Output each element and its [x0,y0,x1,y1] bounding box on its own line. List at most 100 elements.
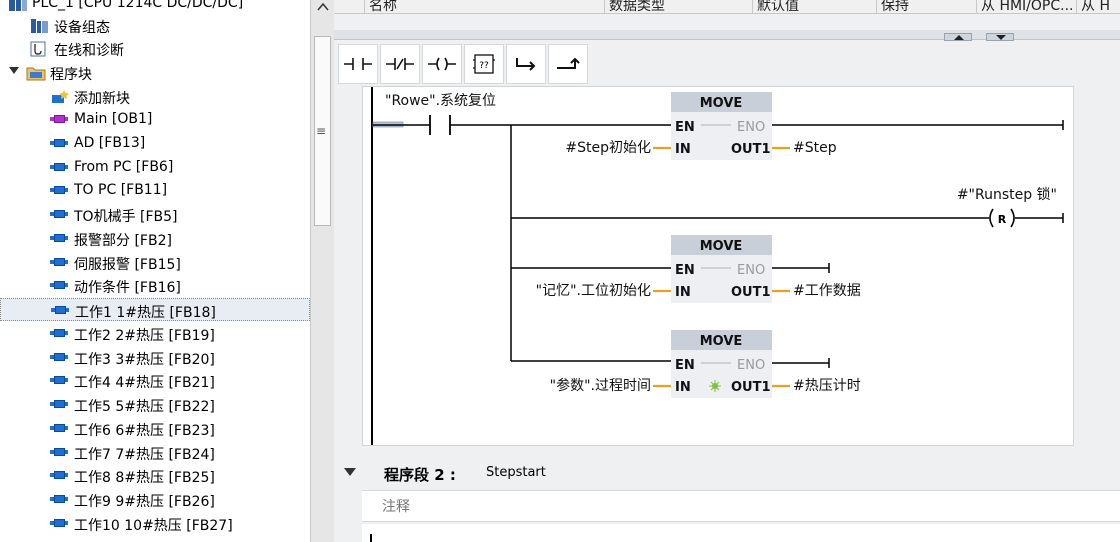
move-box-1-en: EN [675,120,695,135]
editor-splitter[interactable] [334,30,1120,41]
segment-2-header[interactable]: 程序段 2 : Stepstart [334,458,1120,488]
move-box-1-in: IN [675,142,691,157]
tree-item[interactable]: 工作8 8#热压 [FB25] [0,464,310,487]
tree-item-label: 报警部分 [FB2] [74,233,172,249]
move-1-out-operand[interactable]: #Step [793,140,837,156]
fb-block-icon [50,278,68,292]
fb-block-icon [50,255,68,269]
fb-block-icon [50,207,68,221]
fb-block-icon [50,516,68,530]
tree-item-label: PLC_1 [CPU 1214C DC/DC/DC] [32,0,244,11]
interface-table-header: 名称 数据类型 默认值 保持 从 HMI/OPC... 从 H [334,0,1120,14]
tree-item-label: From PC [FB6] [74,159,174,175]
tree-item[interactable]: 工作5 5#热压 [FB22] [0,393,310,416]
column-from-hmi-opc[interactable]: 从 HMI/OPC... [976,0,1076,14]
tree-item[interactable]: 工作10 10#热压 [FB27] [0,512,310,535]
tree-item-label: 程序块 [50,67,92,83]
move-box-3[interactable]: MOVE EN ENO IN OUT1 [671,330,772,398]
fb-block-icon [50,445,68,459]
fb-block-icon [50,136,68,150]
tree-item-label: 工作10 10#热压 [FB27] [74,518,233,534]
tree-scrollbar[interactable]: ≡ [310,0,334,542]
tree-item[interactable]: 工作4 4#热压 [FB21] [0,369,310,392]
open-branch-icon [516,58,536,71]
move-box-3-eno: ENO [737,358,765,373]
move-2-out-operand[interactable]: #工作数据 [793,283,861,299]
tree-item[interactable]: 动作条件 [FB16] [0,274,310,297]
tree-item[interactable]: 工作7 7#热压 [FB24] [0,441,310,464]
plc-icon [8,0,28,16]
segment-2-comment-placeholder: 注释 [382,499,410,515]
expand-arrow-icon[interactable] [9,67,19,74]
tree-item-label: 工作2 2#热压 [FB19] [74,328,215,344]
fb-block-icon [50,350,68,364]
column-from-h[interactable]: 从 H [1076,0,1120,14]
tree-item-label: 工作1 1#热压 [FB18] [75,305,216,321]
move-box-2[interactable]: MOVE EN ENO IN OUT1 [671,235,772,303]
column-default-value[interactable]: 默认值 [752,0,876,14]
tree-item-label: 设备组态 [54,20,110,36]
tree-item[interactable]: 工作6 6#热压 [FB23] [0,417,310,440]
tree-item[interactable]: 设备组态 [0,14,310,37]
tree-item[interactable]: TO机械手 [FB5] [0,203,310,226]
fb-block-icon [50,468,68,482]
close-branch-button[interactable] [548,44,588,84]
tree-item[interactable]: Main [OB1] [0,108,310,131]
tree-item[interactable]: 在线和诊断 [0,37,310,60]
move-box-1[interactable]: MOVE EN ENO IN OUT1 [671,92,772,160]
reset-coil-symbol: R [998,213,1007,226]
move-1-in-operand[interactable]: #Step初始化 [565,139,651,156]
move-box-2-en: EN [675,263,695,278]
network-2[interactable] [362,524,1120,542]
segment-2-name[interactable]: Stepstart [486,465,546,480]
coil-button[interactable] [422,44,462,84]
scrollbar-thumb[interactable] [314,36,331,226]
move-2-in-operand[interactable]: "记忆".工位初始化 [536,282,651,299]
move-box-2-in: IN [675,285,691,300]
tree-item-label: 工作4 4#热压 [FB21] [74,375,215,391]
reset-coil[interactable]: R #"Runstep 锁" [957,187,1057,228]
tree-item[interactable]: 报警部分 [FB2] [0,227,310,250]
nc-contact-icon [386,58,414,70]
tree-item[interactable]: 工作3 3#热压 [FB20] [0,346,310,369]
move-3-in-operand[interactable]: "参数".过程时间 [550,377,651,394]
tree-item-label: 动作条件 [FB16] [74,280,181,296]
reset-contact[interactable]: "Rowe".系统复位 [385,92,496,135]
tree-item-label: 在线和诊断 [54,43,124,59]
reset-coil-operand[interactable]: #"Runstep 锁" [957,187,1057,203]
program-editor: 名称 数据类型 默认值 保持 从 HMI/OPC... 从 H ?? [334,0,1120,542]
fb-block-icon [50,421,68,435]
column-retain[interactable]: 保持 [876,0,976,14]
open-branch-button[interactable] [506,44,546,84]
move-3-out-operand[interactable]: #热压计时 [793,378,861,394]
tree-item[interactable]: 工作2 2#热压 [FB19] [0,322,310,345]
tree-item-label: 工作3 3#热压 [FB20] [74,352,215,368]
contact-operand[interactable]: "Rowe".系统复位 [385,92,496,109]
column-name[interactable]: 名称 [364,0,576,14]
scroll-up-icon[interactable] [315,0,331,14]
move-box-2-out: OUT1 [731,285,771,300]
tree-item[interactable]: 伺服报警 [FB15] [0,251,310,274]
tree-item[interactable]: 工作1 1#热压 [FB18] [0,298,310,321]
tree-item[interactable]: From PC [FB6] [0,156,310,179]
device-config-icon [30,18,50,38]
tree-item[interactable]: 工作9 9#热压 [FB26] [0,488,310,511]
tree-item[interactable]: AD [FB13] [0,132,310,155]
tree-item-label: 伺服报警 [FB15] [74,257,181,273]
segment-2-comment[interactable]: 注释 [362,490,1120,522]
tree-item-label: 添加新块 [74,91,130,107]
empty-box-button[interactable]: ?? [464,44,504,84]
tree-item[interactable]: 添加新块 [0,85,310,108]
move-box-3-in: IN [675,380,691,395]
add-output-star-icon[interactable] [709,380,721,392]
column-data-type[interactable]: 数据类型 [604,0,752,14]
nc-contact-button[interactable] [380,44,420,84]
collapse-up-button[interactable] [944,33,972,41]
expand-down-button[interactable] [986,33,1014,41]
no-contact-button[interactable] [338,44,378,84]
tree-item[interactable]: PLC_1 [CPU 1214C DC/DC/DC] [0,0,310,15]
collapse-segment-icon[interactable] [344,468,356,476]
tree-item[interactable]: 程序块 [0,61,310,84]
network-1[interactable]: "Rowe".系统复位 MOVE EN ENO IN OUT1 #Step初始化 [362,86,1074,446]
tree-item[interactable]: TO PC [FB11] [0,179,310,202]
